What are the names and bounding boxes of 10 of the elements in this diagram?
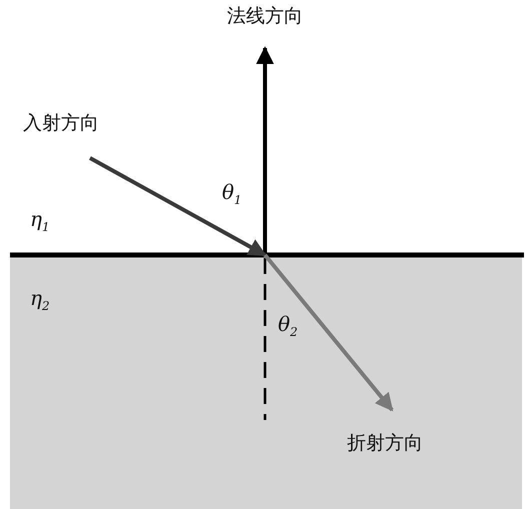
arrow bbox=[263, 254, 394, 412]
angle-label: θ$_{1}$ bbox=[222, 180, 242, 207]
direction-label: 入射方向 bbox=[23, 112, 99, 135]
medium-label: η$_{2}$ bbox=[30, 286, 50, 313]
arrow bbox=[89, 156, 267, 257]
medium-label: η$_{1}$ bbox=[30, 207, 50, 234]
direction-label: 法线方向 bbox=[227, 5, 303, 28]
direction-label: 折射方向 bbox=[347, 432, 423, 455]
angle-label: θ$_{2}$ bbox=[278, 312, 298, 339]
arrow bbox=[256, 46, 274, 255]
